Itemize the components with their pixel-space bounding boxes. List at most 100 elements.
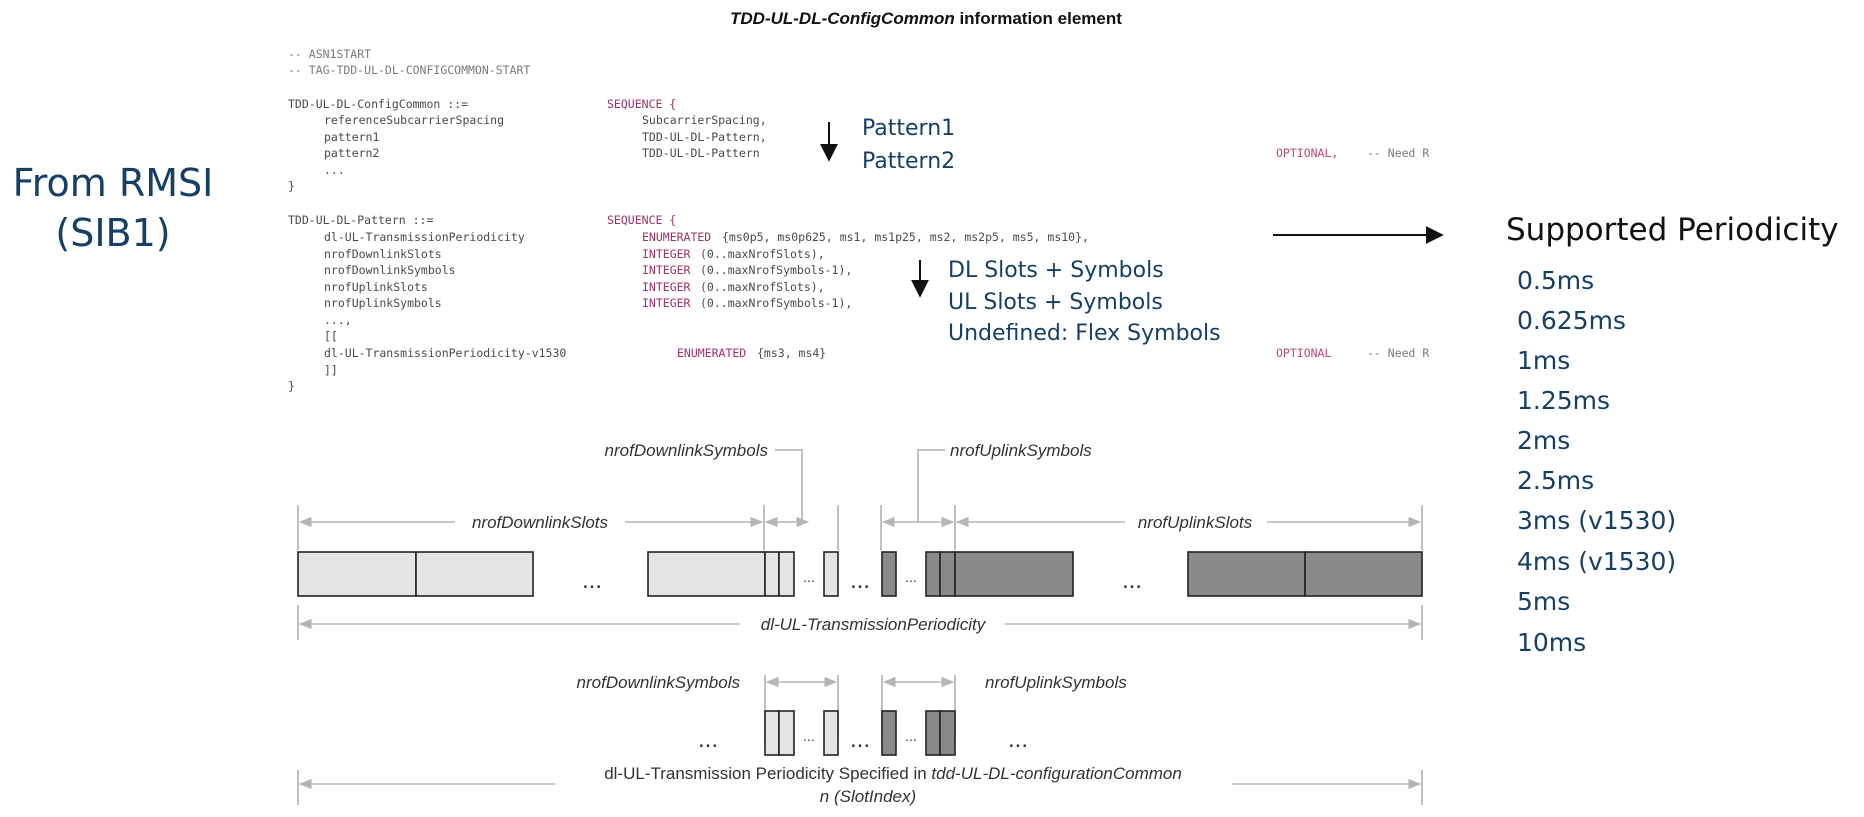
periodicity-item: 10ms — [1517, 628, 1587, 657]
low-small-dots-ul: ... — [905, 728, 917, 744]
code-field-pattern1-type: TDD-UL-DL-Pattern, — [642, 130, 767, 144]
label-periodicity: dl-UL-TransmissionPeriodicity — [761, 615, 987, 634]
upper-leaders — [297, 449, 1423, 640]
low-dots-left: ... — [698, 726, 718, 753]
dl-slot-2 — [415, 551, 534, 597]
code-dl-slots-field: nrofDownlinkSlots — [324, 247, 442, 261]
ul-symbol-first — [881, 551, 897, 597]
from-rmsi-label: From RMSI (SIB1) — [8, 158, 218, 258]
code-ellipsis: ... — [324, 163, 345, 177]
code-periodicity-v1530-optional: OPTIONAL — [1276, 346, 1332, 360]
ul-slot-last — [1304, 551, 1423, 597]
code-dl-symbols-type: (0..maxNrofSymbols-1), — [700, 263, 853, 277]
code-field-refscs: referenceSubcarrierSpacing — [324, 113, 505, 127]
annotation-pattern1: Pattern1 — [862, 116, 956, 141]
code-periodicity-v1530-field: dl-UL-TransmissionPeriodicity-v1530 — [324, 346, 567, 360]
code-field-pattern2: pattern2 — [324, 146, 380, 160]
code-periodicity-v1530-need: -- Need R — [1367, 346, 1430, 360]
dots-dl: ... — [582, 567, 602, 594]
dl-symbols-leader — [775, 449, 803, 522]
low-dl-symbol-2 — [778, 710, 795, 756]
label-bottom-periodicity: dl-UL-Transmission Periodicity Specified… — [604, 764, 1182, 783]
label-nrof-ul-slots: nrofUplinkSlots — [1138, 513, 1253, 532]
periodicity-item: 4ms (v1530) — [1517, 547, 1677, 576]
code-common-seq: SEQUENCE { — [607, 97, 677, 111]
ul-symbols-leader — [917, 449, 945, 522]
slot-bar-row-2 — [764, 710, 956, 756]
code-ext-close: ]] — [324, 363, 338, 377]
label-nrof-ul-symbols: nrofUplinkSymbols — [950, 441, 1092, 460]
periodicity-item: 2.5ms — [1517, 466, 1595, 495]
bottom-label-plain: dl-UL-Transmission Periodicity Specified… — [604, 764, 927, 783]
code-dl-symbols-field: nrofDownlinkSymbols — [324, 263, 456, 277]
periodicity-item: 1.25ms — [1517, 386, 1611, 415]
code-periodicity-type: {ms0p5, ms0p625, ms1, ms1p25, ms2, ms2p5… — [722, 230, 1089, 244]
code-pattern-seq: SEQUENCE { — [607, 213, 677, 227]
low-dl-symbol-last — [823, 710, 839, 756]
dl-slot-1 — [297, 551, 417, 597]
code-dl-slots-kw: INTEGER — [642, 247, 691, 261]
label-nrof-dl-symbols: nrofDownlinkSymbols — [605, 441, 769, 460]
periodicity-item: 1ms — [1517, 346, 1571, 375]
label-nrof-dl-symbols-2: nrofDownlinkSymbols — [577, 673, 741, 692]
from-rmsi-line1: From RMSI — [12, 161, 214, 205]
periodicity-item: 5ms — [1517, 587, 1571, 616]
code-ul-symbols-type: (0..maxNrofSymbols-1), — [700, 296, 853, 310]
low-ul-symbol-3 — [939, 710, 956, 756]
annotation-flex-symbols: Undefined: Flex Symbols — [948, 321, 1221, 346]
ul-symbol-2 — [925, 551, 941, 597]
small-dots-ul: ... — [905, 569, 917, 585]
low-ul-symbol-2 — [925, 710, 941, 756]
code-dl-symbols-kw: INTEGER — [642, 263, 691, 277]
dl-symbol-1 — [764, 551, 780, 597]
dl-slot-last — [647, 551, 766, 597]
low-ul-symbol-first — [881, 710, 897, 756]
code-periodicity-v1530-kw: ENUMERATED — [677, 346, 747, 360]
code-periodicity-field: dl-UL-TransmissionPeriodicity — [324, 230, 525, 244]
ul-symbol-3 — [939, 551, 956, 597]
periodicity-item: 0.625ms — [1517, 306, 1626, 335]
dl-symbol-2 — [778, 551, 795, 597]
title-rest: information element — [954, 9, 1122, 28]
code-ext-ellipsis: ..., — [324, 313, 352, 327]
slot-bar-row-1 — [297, 551, 1423, 597]
dots-flex: ... — [850, 567, 870, 594]
code-field-pattern2-need: -- Need R — [1367, 146, 1430, 160]
code-field-pattern2-optional: OPTIONAL, — [1276, 146, 1339, 160]
annotation-dl-slots-symbols: DL Slots + Symbols — [948, 258, 1164, 283]
low-small-dots-dl: ... — [803, 728, 815, 744]
bottom-label-italic: tdd-UL-DL-configurationCommon — [931, 764, 1181, 783]
label-nrof-ul-symbols-2: nrofUplinkSymbols — [985, 673, 1127, 692]
code-close-brace-2: } — [288, 379, 295, 393]
periodicity-item: 0.5ms — [1517, 266, 1595, 295]
annotation-pattern2: Pattern2 — [862, 149, 956, 174]
code-dl-slots-type: (0..maxNrofSlots), — [700, 247, 825, 261]
dl-symbol-last — [823, 551, 839, 597]
from-rmsi-line2: (SIB1) — [55, 211, 171, 255]
code-ul-slots-type: (0..maxNrofSlots), — [700, 280, 825, 294]
low-dots-right: ... — [1008, 726, 1028, 753]
code-ul-symbols-kw: INTEGER — [642, 296, 691, 310]
code-periodicity-v1530-type: {ms3, ms4} — [757, 346, 827, 360]
code-ul-slots-kw: INTEGER — [642, 280, 691, 294]
periodicity-item: 3ms (v1530) — [1517, 506, 1677, 535]
code-field-pattern1: pattern1 — [324, 130, 380, 144]
supported-periodicity-title: Supported Periodicity — [1506, 212, 1839, 248]
code-comment-tag: -- TAG-TDD-UL-DL-CONFIGCOMMON-START — [288, 63, 531, 77]
label-slot-index: n (SlotIndex) — [820, 787, 916, 806]
code-field-refscs-type: SubcarrierSpacing, — [642, 113, 767, 127]
ul-slot-penult — [1187, 551, 1306, 597]
code-ul-slots-field: nrofUplinkSlots — [324, 280, 428, 294]
code-ul-symbols-field: nrofUplinkSymbols — [324, 296, 442, 310]
code-close-brace: } — [288, 179, 295, 193]
label-nrof-dl-slots: nrofDownlinkSlots — [472, 513, 609, 532]
code-field-pattern2-type: TDD-UL-DL-Pattern — [642, 146, 760, 160]
low-dots-mid: ... — [850, 726, 870, 753]
code-common-name: TDD-UL-DL-ConfigCommon ::= — [288, 97, 469, 111]
small-dots-dl: ... — [803, 569, 815, 585]
code-periodicity-kw: ENUMERATED — [642, 230, 712, 244]
dots-ul: ... — [1122, 567, 1142, 594]
low-dl-symbol-1 — [764, 710, 780, 756]
periodicity-item: 2ms — [1517, 426, 1571, 455]
